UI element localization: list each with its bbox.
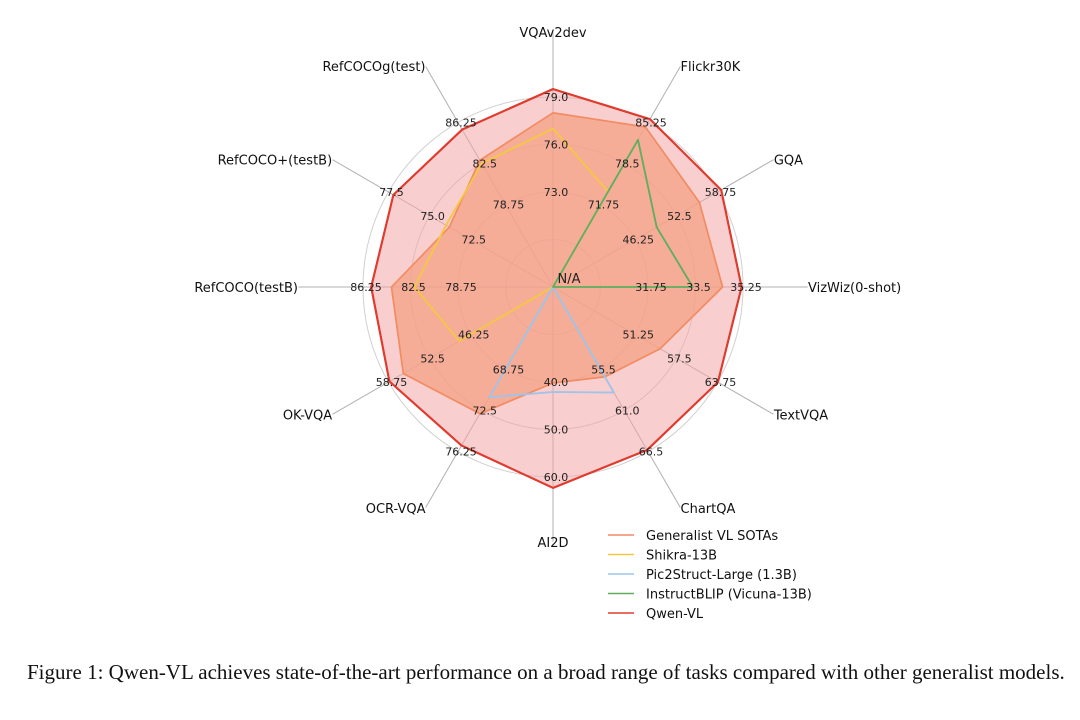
ring-tick-label: 78.75 <box>493 199 525 212</box>
radar-series <box>370 88 743 489</box>
axis-label: RefCOCO(testB) <box>194 281 298 296</box>
ring-tick-label: 60.0 <box>544 471 569 484</box>
ring-tick-label: 66.5 <box>639 446 664 459</box>
ring-tick-label: 78.5 <box>615 158 640 171</box>
ring-tick-label: 72.5 <box>473 404 498 417</box>
radar-ticks: 73.0 76.0 79.0 71.75 78.5 85.25 46.25 52.5 58.75… <box>350 91 762 484</box>
axis-label: OK-VQA <box>283 409 332 424</box>
ring-tick-label: 63.75 <box>705 376 737 389</box>
ring-tick-label: 57.5 <box>667 352 692 365</box>
ring-tick-label: 31.75 <box>635 281 667 294</box>
ring-tick-label: 68.75 <box>493 363 525 376</box>
ring-tick-label: 51.25 <box>623 329 655 342</box>
ring-tick-label: 75.0 <box>420 210 445 223</box>
ring-tick-label: 46.25 <box>458 329 490 342</box>
ring-tick-label: 78.75 <box>445 281 477 294</box>
ring-tick-label: 71.75 <box>588 199 620 212</box>
ring-tick-label: 52.5 <box>420 352 445 365</box>
ring-tick-label: 76.0 <box>544 139 569 152</box>
ring-tick-label: 52.5 <box>667 210 692 223</box>
axis-label: OCR-VQA <box>366 502 426 517</box>
legend-label: Pic2Struct-Large (1.3B) <box>646 568 797 583</box>
ring-tick-label: 55.5 <box>591 363 616 376</box>
ring-tick-label: 50.0 <box>544 424 569 437</box>
axis-label: AI2D <box>537 536 568 551</box>
ring-tick-label: 76.25 <box>445 446 477 459</box>
ring-tick-label: 33.5 <box>686 281 711 294</box>
axis-label: ChartQA <box>681 502 736 517</box>
series-outline-pic2struct-large-1-3b <box>488 286 615 399</box>
axis-label: Flickr30K <box>681 60 741 75</box>
series-outline-instructblip-vicuna-13b <box>552 138 694 288</box>
ring-tick-label: 61.0 <box>615 404 640 417</box>
legend-label: Qwen-VL <box>646 607 704 622</box>
radar-chart: 73.0 76.0 79.0 71.75 78.5 85.25 46.25 52.5 58.75… <box>194 26 901 622</box>
axis-label: VQAv2dev <box>519 26 586 41</box>
ring-tick-label: 82.5 <box>401 281 426 294</box>
ring-tick-label: 86.25 <box>445 116 477 129</box>
series-area-generalist-vl-sotas <box>390 111 724 415</box>
ring-tick-label: 82.5 <box>473 158 498 171</box>
axis-label: VizWiz(0-shot) <box>808 281 901 296</box>
ring-tick-label: 35.25 <box>730 281 762 294</box>
legend-label: InstructBLIP (Vicuna-13B) <box>646 588 812 603</box>
ring-tick-label: 85.25 <box>635 116 667 129</box>
center-label: N/A <box>558 272 581 287</box>
figure-caption: Figure 1: Qwen-VL achieves state-of-the-… <box>27 660 1065 684</box>
ring-tick-label: 58.75 <box>705 186 737 199</box>
legend-label: Generalist VL SOTAs <box>646 529 778 544</box>
axis-label: RefCOCOg(test) <box>322 60 425 75</box>
axis-label: RefCOCO+(testB) <box>218 154 333 169</box>
axis-label: TextVQA <box>773 409 828 424</box>
ring-tick-label: 86.25 <box>350 281 382 294</box>
ring-tick-label: 58.75 <box>376 376 408 389</box>
series-outline-qwen-vl <box>370 88 743 489</box>
axis-label: GQA <box>774 154 803 169</box>
ring-tick-label: 79.0 <box>544 91 569 104</box>
ring-tick-label: 77.5 <box>379 186 404 199</box>
ring-tick-label: 46.25 <box>623 234 655 247</box>
legend-label: Shikra-13B <box>646 549 717 564</box>
ring-tick-label: 40.0 <box>544 376 569 389</box>
ring-tick-label: 73.0 <box>544 186 569 199</box>
ring-tick-label: 72.5 <box>461 234 486 247</box>
